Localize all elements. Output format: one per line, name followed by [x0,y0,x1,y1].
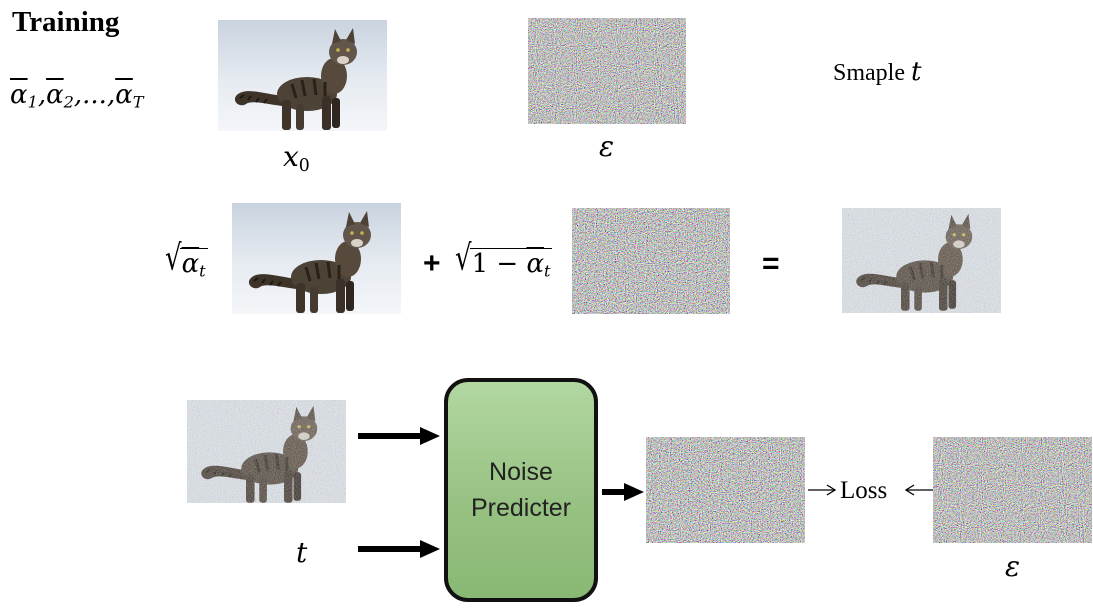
cat-photo [218,20,387,131]
noise-predictor-line1: Noise [489,457,553,486]
sqrt-alpha-bar-t: √αt [165,238,208,281]
sample-t-label: Smaple t [833,57,922,87]
target-noise-image [933,437,1092,543]
noise-predictor-box: Noise Predicter [444,378,598,602]
cat-photo [232,203,401,314]
noise-predictor-line2: Predicter [470,494,572,522]
sqrt-one-minus-alpha-bar-t: √1 − αt [455,238,553,281]
epsilon-label: ε [599,130,615,163]
predicted-noise-image [646,437,805,543]
noisy-cat-photo [842,208,1001,313]
training-title: Training [12,6,120,38]
loss-label: Loss [840,477,888,504]
right-arrow-icon [808,484,837,496]
noisy-cat-photo [187,400,346,503]
t-label: t [296,536,308,569]
x0-label: x0 [283,140,310,176]
equals-sign: = [762,247,780,280]
right-arrow-icon [602,483,644,501]
epsilon-target-label: ε [1005,550,1021,583]
left-arrow-icon [904,484,933,496]
noise-image [528,18,686,124]
right-arrow-icon [358,427,440,445]
alpha-schedule: α1,α2,...,αT [10,80,144,112]
plus-sign: + [423,247,441,280]
right-arrow-icon [358,540,440,558]
noise-image [572,208,730,314]
